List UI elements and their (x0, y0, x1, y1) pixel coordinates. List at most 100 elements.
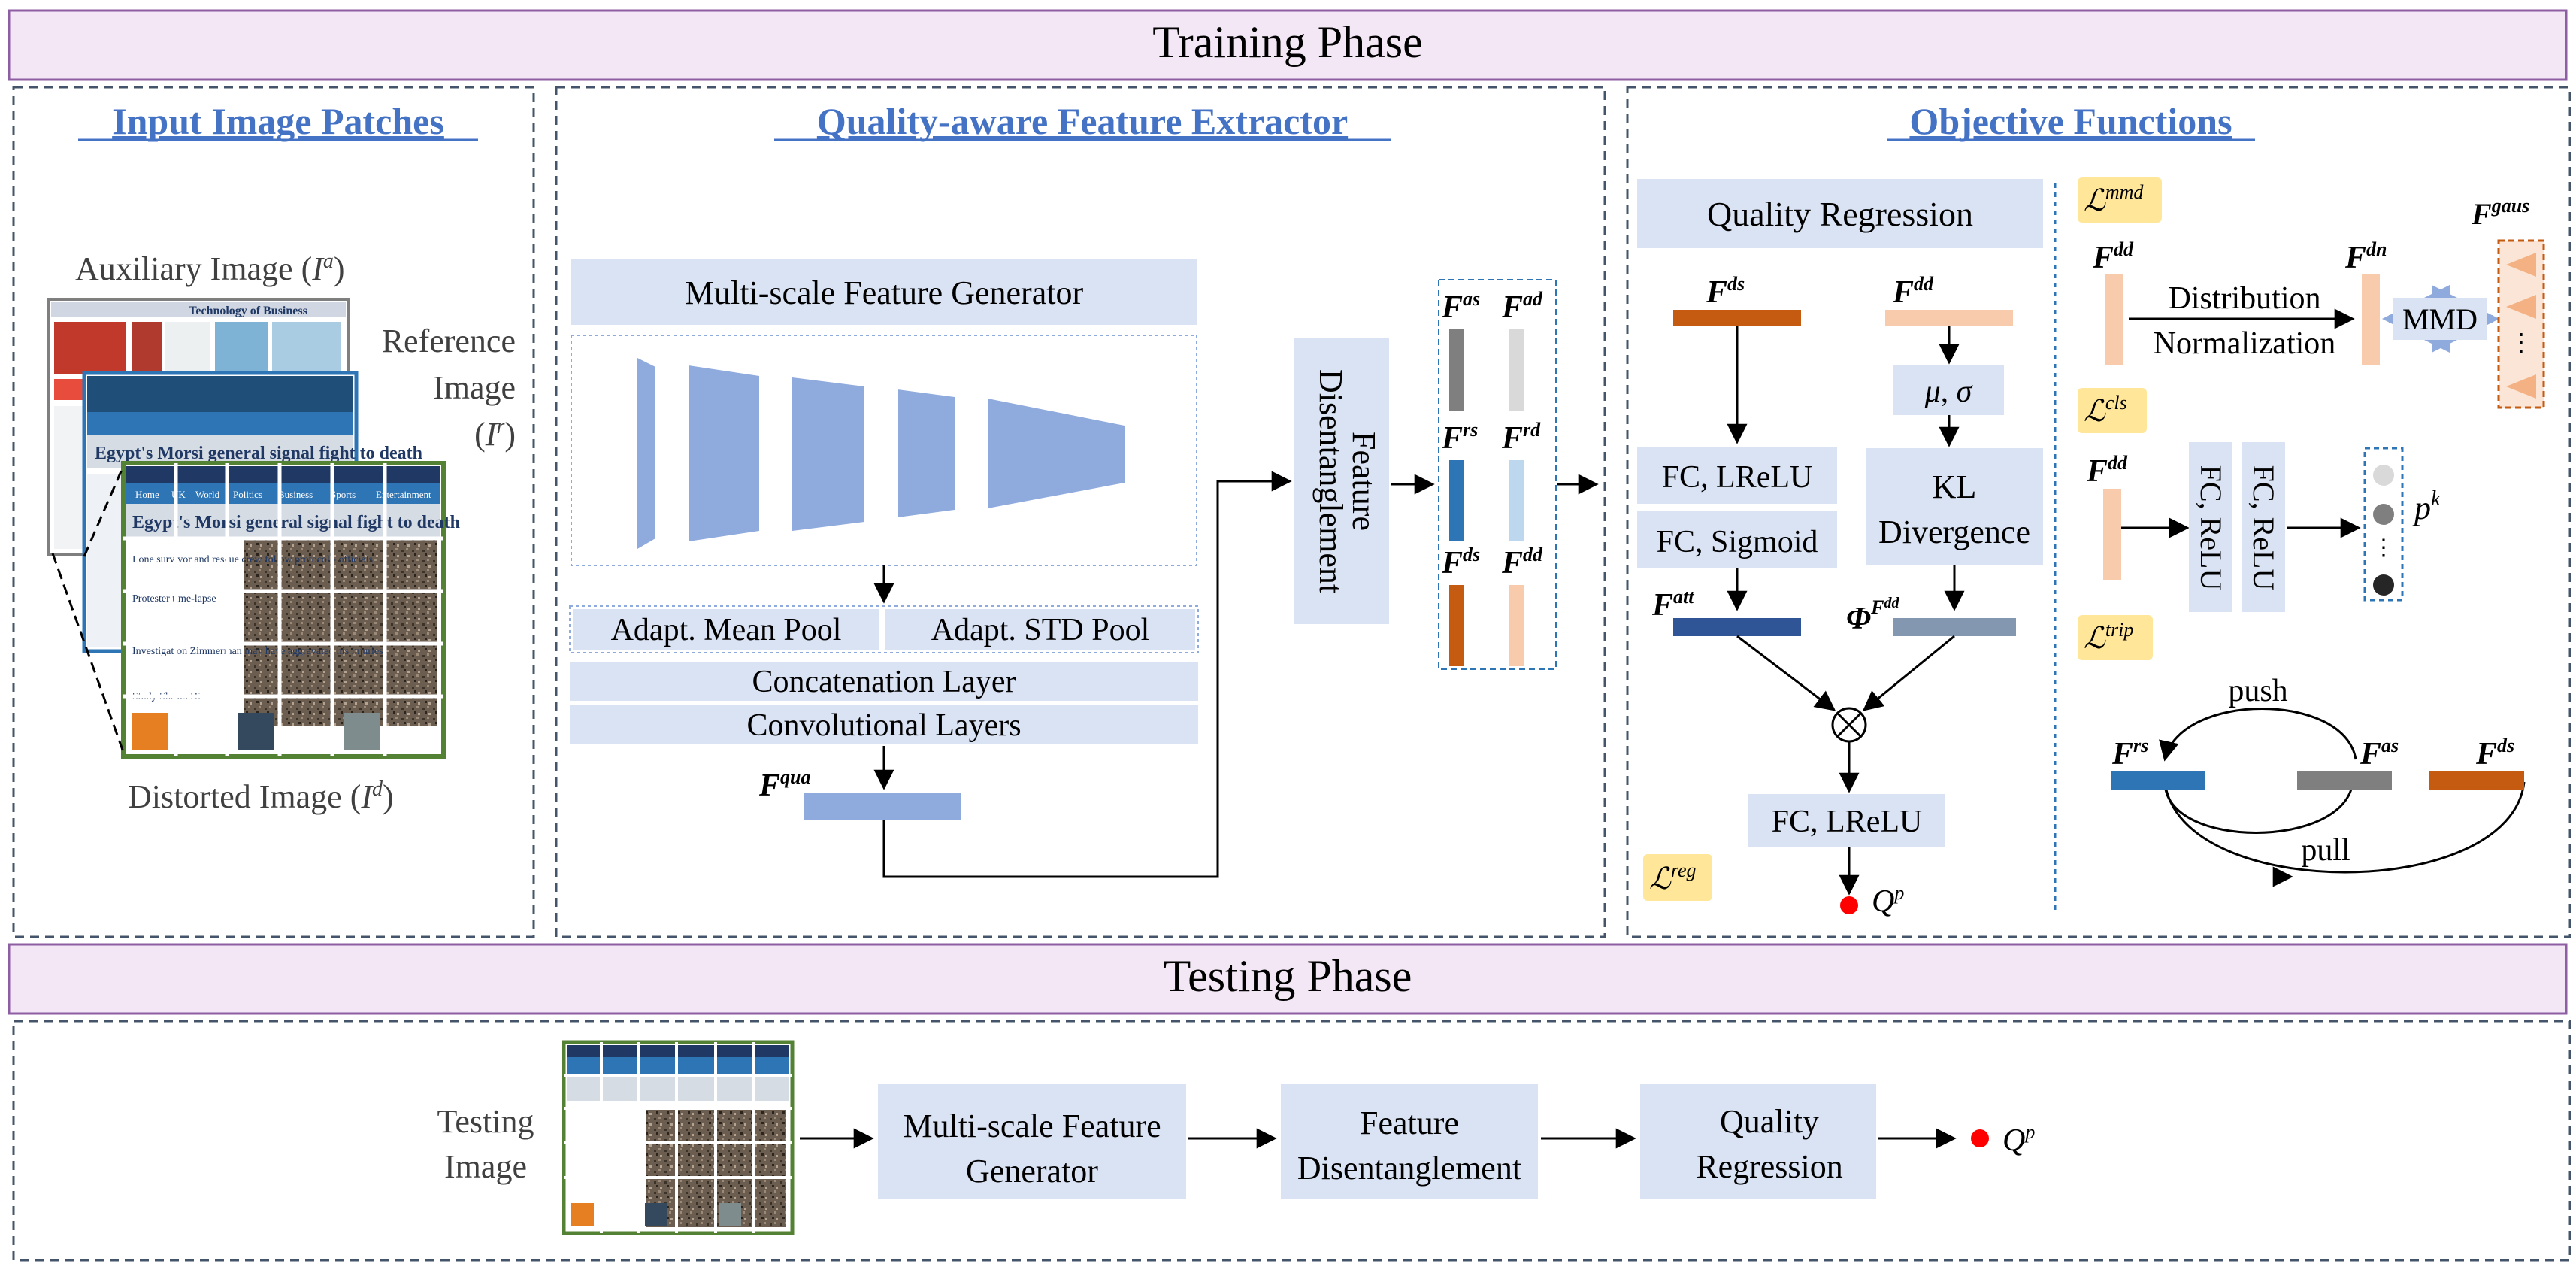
test-qp-dot (1971, 1129, 1989, 1147)
fas-label: Fas (2360, 735, 2399, 771)
fc-lrelu-box (1637, 447, 1837, 504)
feature-bar-as (1449, 329, 1464, 411)
pk-frame (2363, 447, 2404, 602)
fdd-vertical-bar (2105, 274, 2123, 365)
thumb-nav-5: Sports (331, 489, 356, 500)
conv-layers-label: Convolutional Layers (746, 708, 1021, 743)
loss-mmd-tag (2078, 177, 2162, 223)
test-generator-label-1: Multi-scale Feature (903, 1108, 1161, 1144)
testing-image-label-1: Testing (437, 1103, 534, 1140)
feature-bar-ds (1449, 585, 1464, 666)
feature-label-rs: Frs (1441, 419, 1478, 456)
dist-norm-label-1: Distribution (2168, 281, 2320, 316)
test-generator-label-2: Generator (966, 1153, 1098, 1190)
pk-ellipsis: ⋮ (2372, 535, 2395, 560)
training-phase-banner: Training Phase (8, 9, 2568, 81)
feature-disentangle-box (1294, 338, 1389, 624)
frs-bar (2111, 771, 2205, 790)
fdd-cls-bar (2103, 489, 2121, 580)
objective-section-frame (1626, 86, 2571, 938)
testing-image-label-2: Image (444, 1148, 527, 1185)
fds-trip-bar (2429, 771, 2524, 790)
thumb-nav-2: World (195, 489, 220, 500)
loss-trip-tag (2078, 615, 2153, 660)
pk-label: pk (2412, 487, 2441, 526)
thumb-nav-0: Home (135, 489, 159, 500)
fgaus-label: Fgaus (2471, 195, 2529, 231)
feature-disentangle-label-1: Feature (1346, 432, 1382, 531)
thumb-nav-1: UK (171, 489, 186, 500)
fc-lrelu-out-box (1748, 794, 1945, 847)
scale-block-3 (792, 377, 864, 531)
test-quality-box (1640, 1084, 1876, 1199)
reference-thumb-headline: Egypt's Morsi general signal fight to de… (95, 444, 422, 463)
testing-section-frame (12, 1020, 2571, 1262)
gaussian-tri-1 (2506, 253, 2536, 277)
kl-label-1: KL (1933, 468, 1977, 505)
distorted-thumb-headline: Egypt's Morsi general signal fight to de… (132, 513, 460, 532)
fqua-label: Fqua (758, 766, 810, 803)
training-phase-title: Training Phase (1152, 17, 1422, 67)
auxiliary-thumb-header: Technology of Business (189, 305, 307, 317)
test-disentangle-label-2: Disentanglement (1297, 1150, 1521, 1187)
loss-cls-label: ℒcls (2084, 392, 2127, 428)
concat-layer-label: Concatenation Layer (752, 665, 1016, 699)
reference-image-symbol: (Ir) (474, 415, 516, 453)
testing-phase-title: Testing Phase (1164, 951, 1412, 1001)
loss-reg-label: ℒreg (1649, 859, 1697, 896)
fds-label: Fds (1706, 273, 1745, 310)
conv-layers-box (570, 705, 1198, 744)
fc-sigmoid-box (1637, 511, 1837, 568)
fdd-cls-label: Fdd (2086, 452, 2128, 489)
fds-trip-label: Fds (2475, 735, 2514, 771)
extractor-section-frame (555, 86, 1606, 938)
mmd-box (2393, 298, 2487, 340)
objective-section-heading: Objective Functions (1909, 100, 2232, 142)
fas-bar (2297, 771, 2392, 790)
multiscale-generator-label: Multi-scale Feature Generator (685, 274, 1084, 311)
scale-block-1 (637, 358, 655, 549)
fc-lrelu-label: FC, LReLU (1662, 460, 1813, 495)
feature-label-rd: Frd (1501, 419, 1541, 456)
mean-pool-label: Adapt. Mean Pool (611, 613, 842, 647)
reference-image-label-2: Image (433, 369, 516, 406)
fc-relu-label-2: FC, ReLU (2247, 465, 2281, 591)
mu-sigma-label: μ, σ (1924, 374, 1974, 409)
fatt-label: Fatt (1651, 586, 1694, 623)
test-quality-label-1: Quality (1720, 1103, 1819, 1140)
quality-regression-label: Quality Regression (1707, 195, 1973, 233)
fdd-label: Fdd (1892, 273, 1934, 310)
fdn-label: Fdn (2344, 238, 2387, 275)
thumb-nav-4: Business (278, 489, 313, 500)
scale-block-5 (988, 399, 1125, 508)
qp-dot (1840, 896, 1858, 914)
loss-mmd-label: ℒmmd (2084, 181, 2144, 217)
phi-label: ΦFdd (1846, 595, 1899, 636)
push-return-curve (2163, 781, 2354, 834)
feature-bar-rs (1449, 460, 1464, 541)
concat-layer-box (570, 662, 1198, 701)
mu-sigma-box (1893, 365, 2004, 415)
distorted-image-label: Distorted Image (Id) (128, 777, 394, 815)
feature-disentangle-label-2: Disentanglement (1312, 369, 1349, 593)
features-dashed-frame (1438, 279, 1557, 670)
scale-block-2 (689, 365, 759, 541)
qp-label: Qp (1872, 882, 1904, 919)
loss-cls-tag (2078, 388, 2147, 433)
testing-image-thumbnail (562, 1040, 795, 1235)
feature-bar-dd (1509, 585, 1524, 666)
extractor-section-heading: Quality-aware Feature Extractor (817, 100, 1348, 142)
loss-trip-label: ℒtrip (2084, 619, 2133, 655)
dist-norm-label-2: Normalization (2154, 326, 2336, 361)
fqua-bar (804, 793, 961, 820)
distorted-image-thumbnail: Home UK World Politics Business Sports E… (121, 461, 460, 759)
kl-divergence-box (1866, 448, 2043, 565)
push-curve (2159, 708, 2357, 762)
scale-block-4 (898, 389, 955, 517)
feature-bar-ad (1509, 329, 1524, 411)
std-pool-label: Adapt. STD Pool (931, 613, 1150, 647)
test-disentangle-label-1: Feature (1360, 1105, 1459, 1141)
